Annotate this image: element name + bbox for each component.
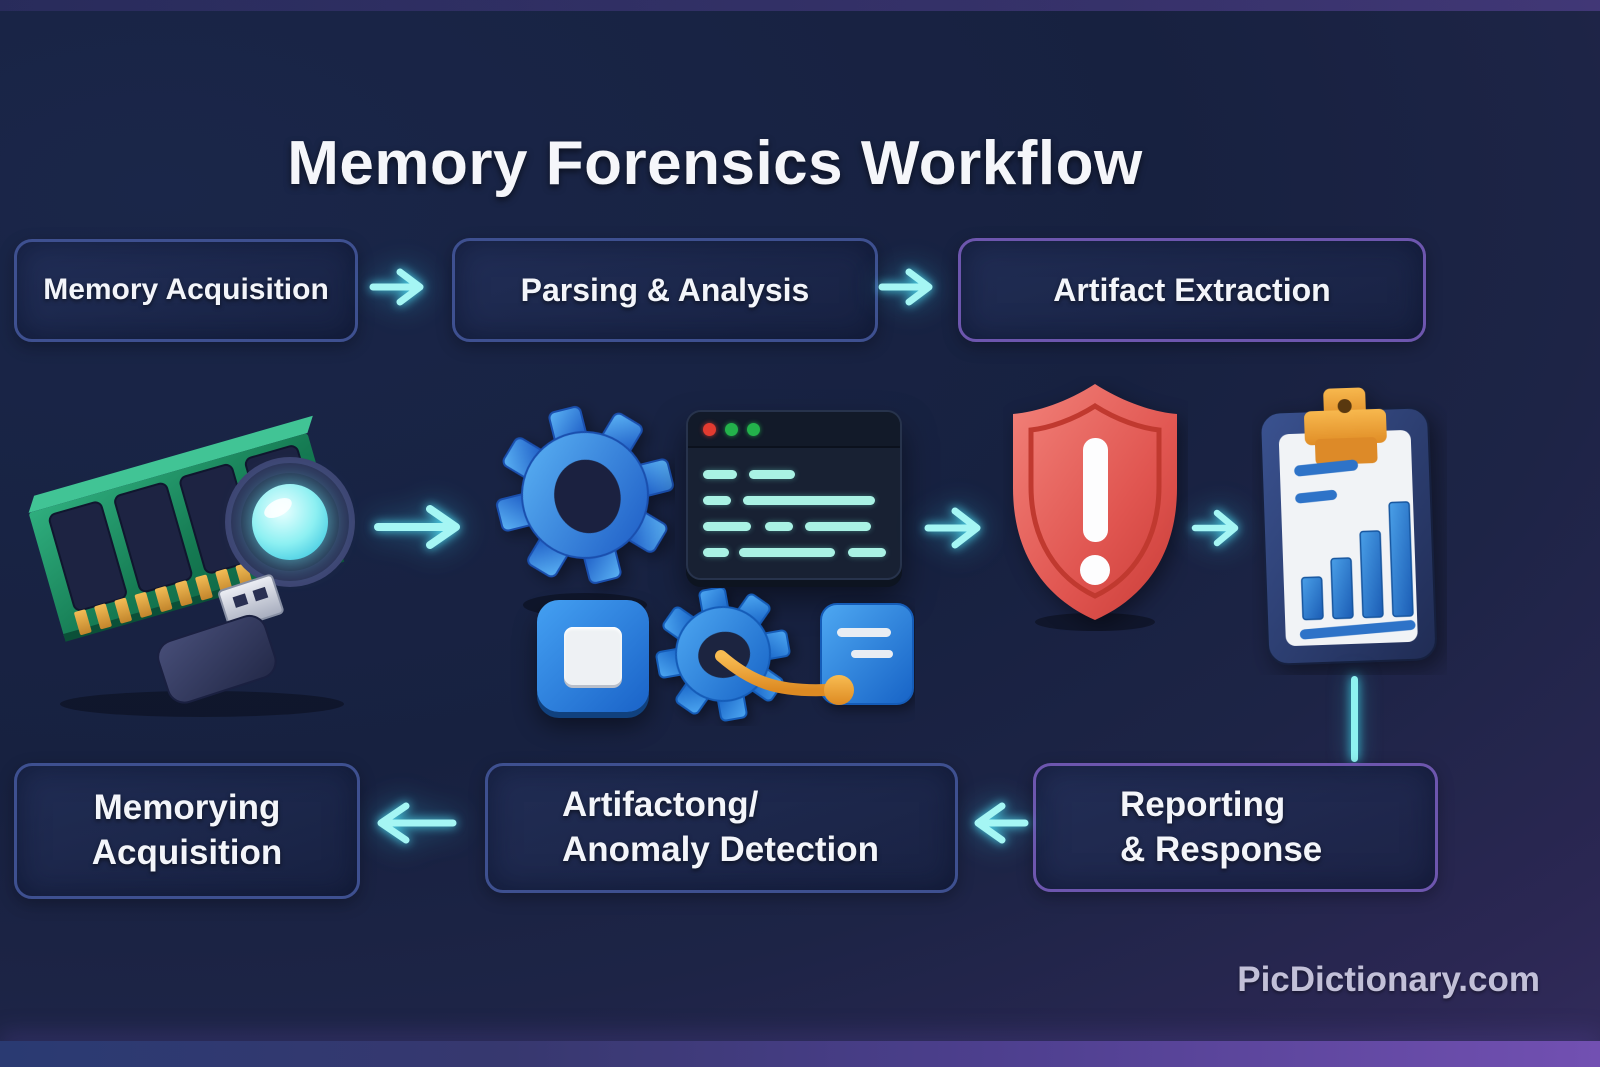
ram-module-magnifier-usb-icon: [28, 415, 355, 717]
warning-shield-icon: [1013, 384, 1177, 631]
node-label-line1: Memorying: [93, 788, 281, 828]
node-label-line1: Artifactong/: [562, 785, 759, 825]
node-label-line1: Reporting: [1120, 784, 1286, 824]
white-square: [564, 627, 622, 685]
app-square-icon: [537, 600, 649, 712]
close-dot-icon: [703, 422, 716, 436]
node-label: Artifact Extraction: [1053, 271, 1331, 308]
gear-with-wire-and-card-icon: [655, 588, 914, 722]
gear-icon: [496, 406, 674, 617]
arrow-right-icon: [372, 504, 474, 550]
node-memory-acquisition: Memory Acquisition: [14, 239, 358, 342]
watermark: PicDictionary.com: [1237, 960, 1540, 999]
terminal-titlebar: [688, 412, 900, 448]
node-label: Parsing & Analysis: [520, 271, 810, 308]
top-edge-gradient: [0, 0, 1600, 11]
arrow-right-icon: [368, 267, 430, 307]
arrow-left-icon: [966, 801, 1030, 845]
arrow-right-icon: [923, 506, 989, 550]
bottom-edge-gradient: [0, 1041, 1600, 1067]
node-reporting-response: Reporting & Response: [1033, 763, 1438, 892]
arrow-right-icon: [877, 267, 939, 307]
clipboard-clip: [1304, 387, 1387, 465]
node-label-line2: & Response: [1120, 829, 1323, 869]
terminal-window-icon: [686, 410, 902, 580]
minimize-dot-icon: [725, 422, 738, 436]
arrow-left-icon: [366, 801, 458, 845]
lens-icon: [225, 457, 355, 587]
node-label-line2: Anomaly Detection: [562, 830, 879, 869]
node-label: Memory Acquisition: [43, 273, 329, 307]
node-artifact-extraction: Artifact Extraction: [958, 238, 1426, 342]
node-label-line2: Acquisition: [91, 833, 283, 872]
node-anomaly-detection: Artifactong/ Anomaly Detection: [485, 763, 958, 893]
node-memorying-acquisition: Memorying Acquisition: [14, 763, 360, 899]
usb-drive-icon: [157, 574, 284, 704]
node-parsing-analysis: Parsing & Analysis: [452, 238, 878, 342]
maximize-dot-icon: [747, 422, 760, 436]
report-clipboard-icon: [1259, 387, 1437, 666]
arrow-right-icon: [1191, 508, 1243, 548]
page-title: Memory Forensics Workflow: [287, 128, 1143, 198]
connector-line: [1351, 676, 1358, 762]
